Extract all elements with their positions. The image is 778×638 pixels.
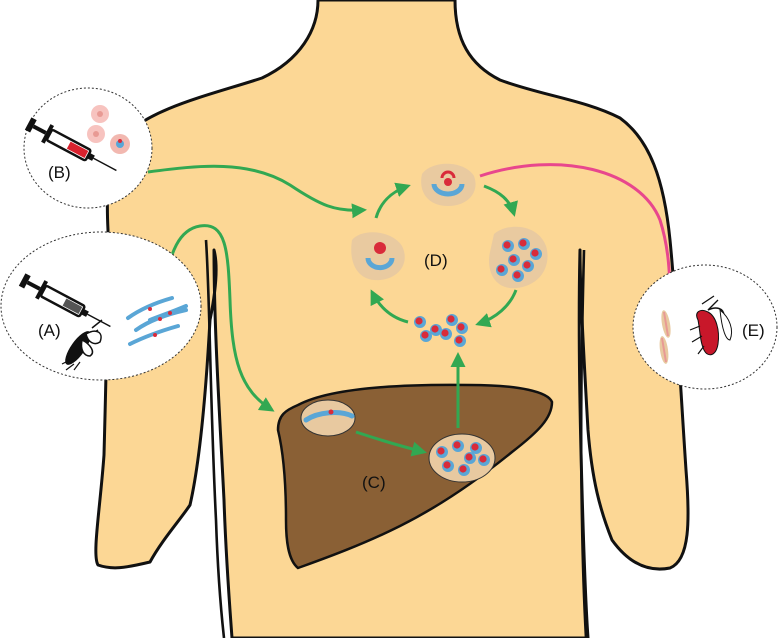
label-e: (E)	[742, 321, 765, 340]
rbc-ring-stage	[351, 232, 405, 281]
mosquito-icon	[689, 295, 733, 356]
rbc-schizont	[489, 226, 548, 289]
label-a: (A)	[38, 321, 61, 340]
liver-arrow	[355, 430, 427, 457]
bite-to-liver-arrow	[158, 224, 275, 412]
cycle-arrow-2	[483, 184, 518, 217]
sporozoite-icon	[126, 296, 188, 346]
red-blood-cell-icon	[87, 105, 130, 154]
inset-circle-a	[0, 231, 202, 381]
cycle-arrow-4	[370, 289, 409, 324]
syringe-icon	[24, 117, 117, 172]
mosquito-icon	[61, 319, 103, 371]
transfusion-arrow	[147, 164, 367, 219]
syringe-icon	[18, 273, 111, 328]
rbc-trophozoite	[421, 163, 476, 206]
gametocyte-icon	[659, 310, 671, 364]
label-d: (D)	[424, 251, 448, 270]
gametocyte-to-mosquito-arrow	[479, 163, 678, 303]
label-c: (C)	[362, 473, 386, 492]
liver-cell-sporozoite	[300, 399, 356, 437]
right-arm-crease	[579, 249, 588, 638]
cycle-arrow-3	[475, 289, 518, 328]
label-b: (B)	[48, 163, 71, 182]
cycle-arrow-1	[374, 182, 411, 219]
left-arm-crease	[204, 239, 226, 638]
